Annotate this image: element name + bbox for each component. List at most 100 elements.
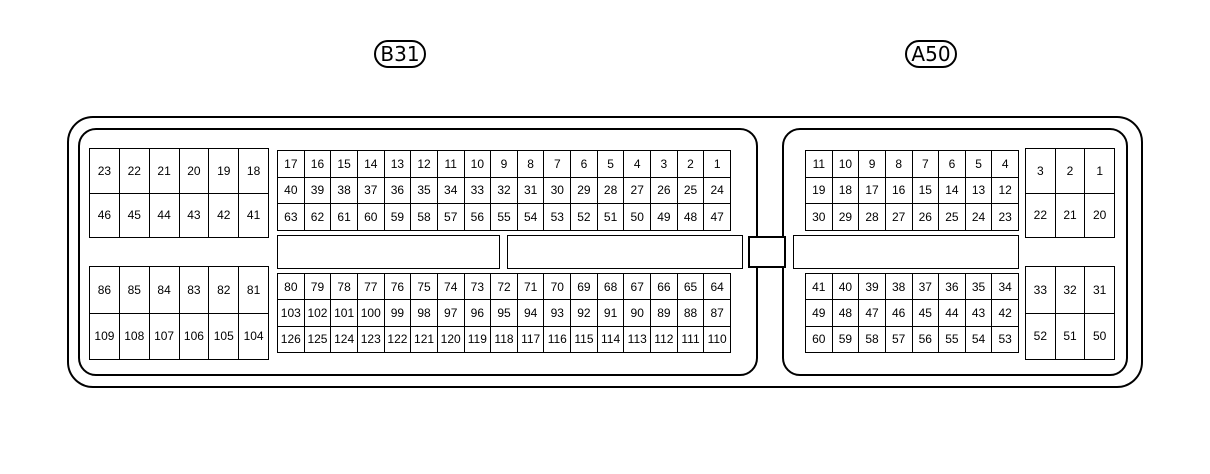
- pin-cell: 3: [1026, 149, 1056, 194]
- pin-cell: 43: [965, 300, 993, 327]
- pin-cell: 100: [357, 300, 385, 327]
- pin-cell: 106: [179, 313, 210, 360]
- pin-cell: 23: [992, 204, 1019, 231]
- pin-cell: 24: [965, 204, 993, 231]
- pin-cell: 99: [384, 300, 412, 327]
- pin-cell: 36: [939, 274, 966, 301]
- pin-cell: 46: [885, 300, 913, 327]
- pin-cell: 15: [331, 151, 358, 178]
- pin-cell: 112: [651, 326, 678, 353]
- pin-cell: 70: [544, 274, 572, 301]
- pin-cell: 14: [357, 151, 385, 178]
- pin-cell: 67: [624, 274, 652, 301]
- pin-cell: 49: [806, 300, 833, 327]
- pin-cell: 22: [1026, 193, 1056, 238]
- pin-cell: 6: [939, 151, 966, 178]
- pin-cell: 78: [331, 274, 358, 301]
- pin-cell: 104: [239, 313, 269, 360]
- pin-cell: 42: [209, 193, 240, 238]
- connector-housing: [67, 116, 1143, 388]
- pin-cell: 83: [179, 267, 210, 314]
- pin-cell: 76: [384, 274, 412, 301]
- pin-cell: 57: [885, 326, 913, 353]
- pin-cell: 21: [1055, 193, 1086, 238]
- pin-cell: 74: [437, 274, 465, 301]
- pin-cell: 79: [304, 274, 332, 301]
- pin-cell: 24: [704, 177, 731, 205]
- pin-cell: 30: [544, 177, 572, 205]
- pin-cell: 44: [939, 300, 966, 327]
- pin-cell: 108: [119, 313, 150, 360]
- pin-cell: 3: [651, 151, 678, 178]
- pin-cell: 113: [624, 326, 652, 353]
- pin-cell: 56: [912, 326, 940, 353]
- pin-cell: 96: [464, 300, 492, 327]
- pin-cell: 4: [624, 151, 652, 178]
- pin-cell: 58: [411, 204, 438, 231]
- pin-cell: 98: [411, 300, 438, 327]
- pin-cell: 21: [149, 149, 180, 194]
- pin-cell: 54: [517, 204, 545, 231]
- pin-cell: 31: [1085, 267, 1115, 314]
- pin-cell: 13: [965, 177, 993, 205]
- pin-cell: 33: [1026, 267, 1056, 314]
- pin-cell: 52: [571, 204, 598, 231]
- pin-cell: 10: [464, 151, 492, 178]
- pin-cell: 9: [491, 151, 518, 178]
- pin-cell: 75: [411, 274, 438, 301]
- pin-cell: 117: [517, 326, 545, 353]
- pin-cell: 107: [149, 313, 180, 360]
- pin-cell: 48: [832, 300, 860, 327]
- pin-cell: 40: [278, 177, 305, 205]
- pin-cell: 34: [437, 177, 465, 205]
- pin-cell: 124: [331, 326, 358, 353]
- pin-cell: 114: [597, 326, 625, 353]
- pin-cell: 126: [278, 326, 305, 353]
- pin-cell: 17: [278, 151, 305, 178]
- pin-cell: 120: [437, 326, 465, 353]
- pin-cell: 12: [992, 177, 1019, 205]
- pin-cell: 53: [544, 204, 572, 231]
- pin-cell: 20: [179, 149, 210, 194]
- pin-cell: 10: [832, 151, 860, 178]
- pin-cell: 85: [119, 267, 150, 314]
- pin-cell: 57: [437, 204, 465, 231]
- pin-cell: 37: [357, 177, 385, 205]
- pin-cell: 109: [90, 313, 120, 360]
- pin-cell: 71: [517, 274, 545, 301]
- pin-cell: 38: [885, 274, 913, 301]
- pin-cell: 116: [544, 326, 572, 353]
- pin-cell: 38: [331, 177, 358, 205]
- pin-cell: 11: [806, 151, 833, 178]
- pin-cell: 60: [806, 326, 833, 353]
- pin-cell: 36: [384, 177, 412, 205]
- pin-cell: 86: [90, 267, 120, 314]
- pin-cell: 29: [571, 177, 598, 205]
- pin-cell: 47: [859, 300, 886, 327]
- pin-cell: 37: [912, 274, 940, 301]
- pin-cell: 35: [965, 274, 993, 301]
- pin-cell: 33: [464, 177, 492, 205]
- pin-cell: 66: [651, 274, 678, 301]
- pin-cell: 73: [464, 274, 492, 301]
- pin-cell: 39: [304, 177, 332, 205]
- pin-cell: 26: [651, 177, 678, 205]
- pin-cell: 88: [677, 300, 705, 327]
- pin-cell: 42: [992, 300, 1019, 327]
- pin-cell: 61: [331, 204, 358, 231]
- pin-cell: 118: [491, 326, 518, 353]
- pin-cell: 9: [859, 151, 886, 178]
- pin-cell: 32: [491, 177, 518, 205]
- pin-cell: 26: [912, 204, 940, 231]
- pin-cell: 43: [179, 193, 210, 238]
- pin-cell: 50: [1085, 313, 1115, 360]
- pin-cell: 19: [806, 177, 833, 205]
- b31-key-slot-left: [277, 235, 500, 269]
- pin-cell: 45: [119, 193, 150, 238]
- pin-cell: 59: [384, 204, 412, 231]
- pin-cell: 30: [806, 204, 833, 231]
